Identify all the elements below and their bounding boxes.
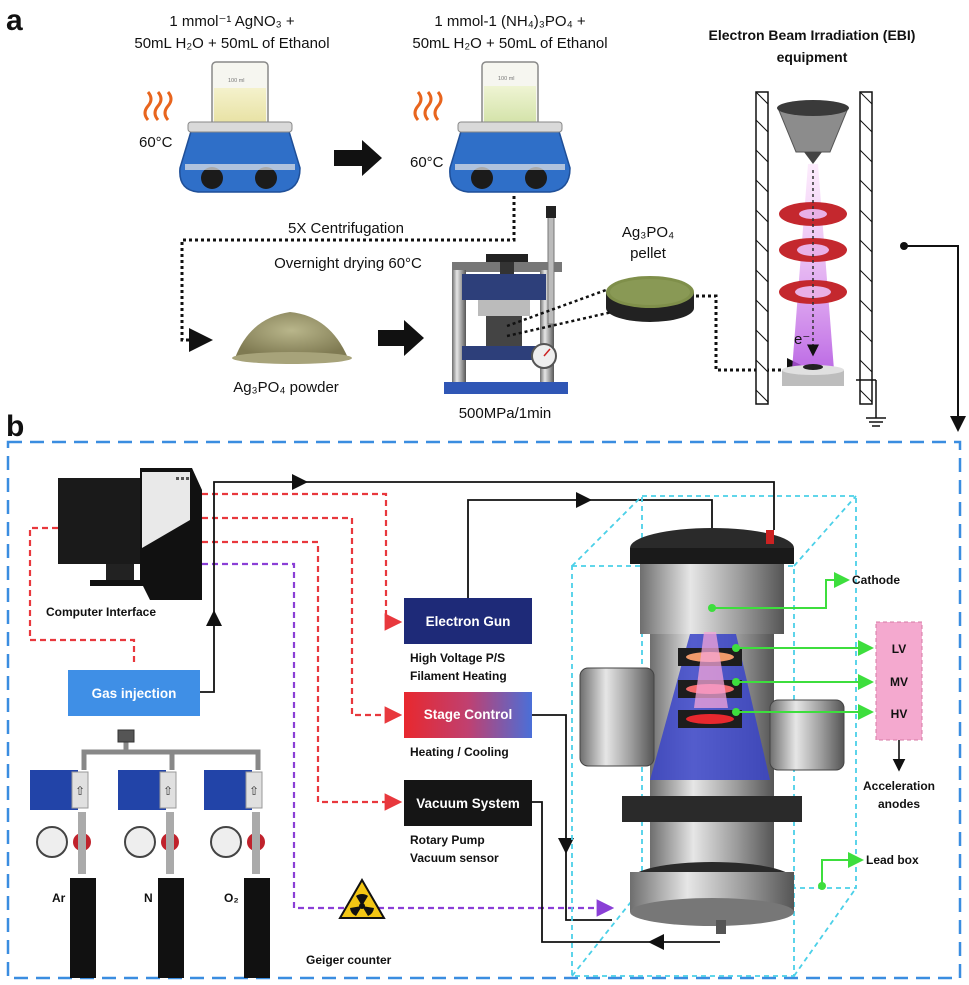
stage-control-sub: Heating / Cooling xyxy=(410,745,509,759)
step1-label-line2: 50mL H₂O + 50mL of Ethanol xyxy=(134,35,329,52)
electron-gun-sub1: High Voltage P/S xyxy=(410,651,505,665)
vacuum-system-box xyxy=(404,780,532,826)
computer-interface-label: Computer Interface xyxy=(46,605,156,619)
acceleration-label-line1: Acceleration xyxy=(863,779,935,793)
vacuum-sub1: Rotary Pump xyxy=(410,833,485,847)
pellet-label-line2: pellet xyxy=(630,245,667,262)
electron-gun-box xyxy=(404,598,532,644)
centrifugation-label: 5X Centrifugation xyxy=(288,220,404,237)
vacuum-sub2: Vacuum sensor xyxy=(410,851,499,865)
electron-gun-label: Electron Gun xyxy=(426,614,511,629)
ebi-title-line2: equipment xyxy=(777,49,848,65)
gas-line-n: ⇧ xyxy=(118,770,184,978)
ebi-to-panel-b-line xyxy=(904,245,966,432)
svg-text:⇧: ⇧ xyxy=(75,784,85,798)
gas-label-o2: O₂ xyxy=(224,891,239,905)
computer-icon xyxy=(58,468,202,600)
gas-injection-box xyxy=(68,670,200,716)
step2-label-line1: 1 mmol-1 (NH₄)₃PO₄ + xyxy=(434,13,586,30)
vacuum-system-label: Vacuum System xyxy=(416,796,520,811)
beaker-scale-2: 100 ml xyxy=(498,76,515,82)
beaker-scale-1: 100 ml xyxy=(228,78,245,84)
step1-label-line1: 1 mmol⁻¹ AgNO₃ + xyxy=(169,13,295,30)
electron-symbol: e⁻ xyxy=(794,331,810,348)
ebi-equipment xyxy=(755,91,886,427)
hotplate-stirrer-2: 100 ml xyxy=(449,61,571,193)
panel-label-b: b xyxy=(6,410,24,443)
process-arrow-1 xyxy=(334,140,382,176)
pellet xyxy=(606,276,694,322)
process-arrow-2 xyxy=(378,320,424,356)
pellet-label-line1: Ag₃PO₄ xyxy=(622,224,674,241)
geiger-counter-label: Geiger counter xyxy=(306,953,392,967)
acceleration-anodes-box xyxy=(875,621,923,741)
panel-label-a: a xyxy=(6,4,23,37)
electron-gun-sub2: Filament Heating xyxy=(410,669,507,683)
anode-hv-label: HV xyxy=(891,707,908,721)
svg-text:⇧: ⇧ xyxy=(163,784,173,798)
temperature-label-2: 60°C xyxy=(410,154,444,171)
anode-lv-label: LV xyxy=(892,642,906,656)
drying-label: Overnight drying 60°C xyxy=(274,255,422,272)
powder-pile xyxy=(232,312,352,364)
green-annotation-lines xyxy=(712,572,874,886)
anode-mv-label: MV xyxy=(890,675,908,689)
cathode-label: Cathode xyxy=(852,573,900,587)
purple-geiger-link xyxy=(202,562,615,917)
acceleration-label-line2: anodes xyxy=(878,797,920,811)
gas-line-ar: ⇧ xyxy=(30,770,96,978)
radiation-icon xyxy=(338,878,386,919)
hotplate-stirrer-1: 100 ml xyxy=(179,61,301,193)
panel-b-frame xyxy=(6,440,962,980)
temperature-label-1: 60°C xyxy=(139,134,173,151)
red-control-links xyxy=(28,492,403,811)
lead-box-label: Lead box xyxy=(866,853,919,867)
gas-manifold xyxy=(81,729,261,770)
svg-text:⇧: ⇧ xyxy=(249,784,259,798)
gas-label-n: N xyxy=(144,891,153,905)
gas-label-ar: Ar xyxy=(52,891,66,905)
green-annotation-dots xyxy=(708,604,826,890)
gas-line-o2: ⇧ xyxy=(204,770,270,978)
stage-control-box xyxy=(404,692,532,738)
hydraulic-press xyxy=(444,206,568,394)
heat-icon-1 xyxy=(143,91,173,121)
powder-label: Ag₃PO₄ powder xyxy=(233,379,339,396)
step2-label-line2: 50mL H₂O + 50mL of Ethanol xyxy=(412,35,607,52)
dotted-path-to-ebi xyxy=(696,294,811,382)
vacuum-chamber xyxy=(579,528,845,934)
gas-injection-label: Gas injection xyxy=(92,686,177,701)
heat-icon-2 xyxy=(413,91,443,121)
ebi-title-line1: Electron Beam Irradiation (EBI) xyxy=(709,27,916,43)
stage-control-label: Stage Control xyxy=(424,707,513,722)
press-label: 500MPa/1min xyxy=(459,405,552,422)
